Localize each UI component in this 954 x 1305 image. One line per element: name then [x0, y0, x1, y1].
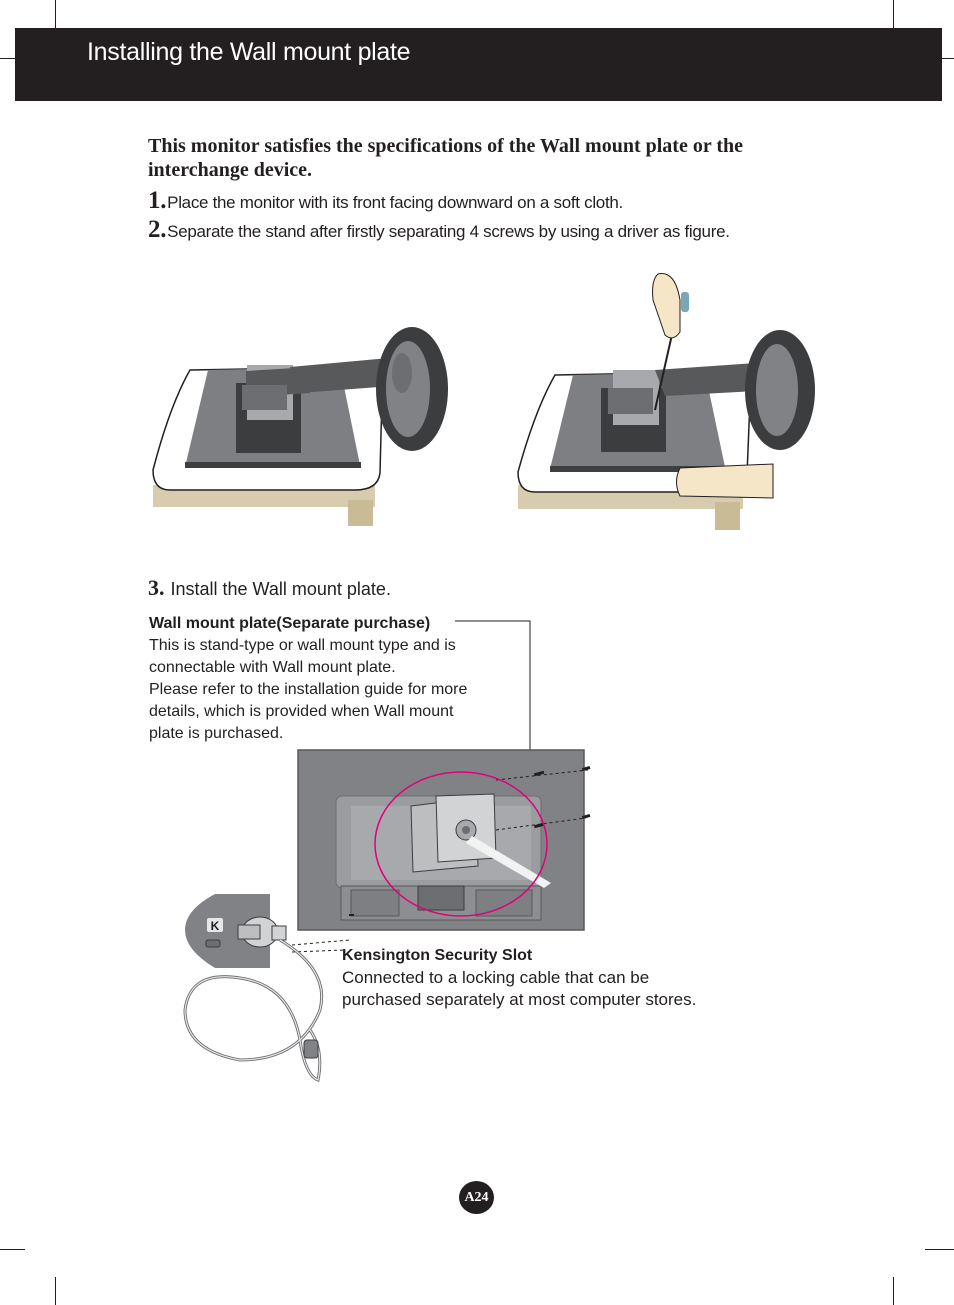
callout-line: purchased separately at most computer st… [342, 990, 697, 1009]
callout-line: Connected to a locking cable that can be [342, 968, 650, 987]
step-number: 1. [148, 187, 167, 214]
crop-mark [0, 58, 15, 59]
step-text: Install the Wall mount plate. [170, 579, 391, 599]
callout-title: Wall mount plate(Separate purchase) [149, 615, 431, 632]
step-3: 3.Install the Wall mount plate. [148, 575, 391, 601]
page-number: A24 [459, 1181, 494, 1214]
intro-text: This monitor satisfies the specification… [148, 135, 743, 181]
crop-mark [55, 0, 56, 28]
wall-mount-callout: Wall mount plate(Separate purchase) This… [149, 613, 509, 745]
step-text: Separate the stand after firstly separat… [167, 222, 730, 241]
callout-line: plate is purchased. [149, 725, 284, 742]
screwdriver-illustration [517, 273, 815, 530]
crop-mark [925, 1249, 954, 1250]
crop-mark [55, 1277, 56, 1305]
kensington-lock-illustration: K [183, 894, 350, 1083]
crop-mark [0, 1249, 25, 1250]
page-title: Installing the Wall mount plate [87, 38, 411, 66]
callout-line: This is stand-type or wall mount type an… [149, 637, 456, 654]
callout-line: details, which is provided when Wall mou… [149, 703, 454, 720]
callout-line: Please refer to the installation guide f… [149, 681, 468, 698]
step-1: 1.Place the monitor with its front facin… [148, 187, 623, 215]
step-text: Place the monitor with its front facing … [167, 193, 623, 212]
callout-title: Kensington Security Slot [342, 947, 533, 964]
wall-mount-illustration [297, 749, 591, 931]
monitor-stand-illustration [152, 327, 448, 526]
header-bar [15, 28, 942, 101]
callout-line: connectable with Wall mount plate. [149, 659, 396, 676]
step-2: 2.Separate the stand after firstly separ… [148, 216, 730, 244]
step-number: 2. [148, 216, 167, 243]
kensington-callout: Kensington Security Slot Connected to a … [342, 945, 742, 1011]
lock-symbol: K [211, 919, 220, 933]
crop-mark [893, 1277, 894, 1305]
crop-mark [942, 58, 954, 59]
callout-leader-line [455, 620, 531, 770]
crop-mark [893, 0, 894, 28]
step-number: 3. [148, 575, 165, 600]
